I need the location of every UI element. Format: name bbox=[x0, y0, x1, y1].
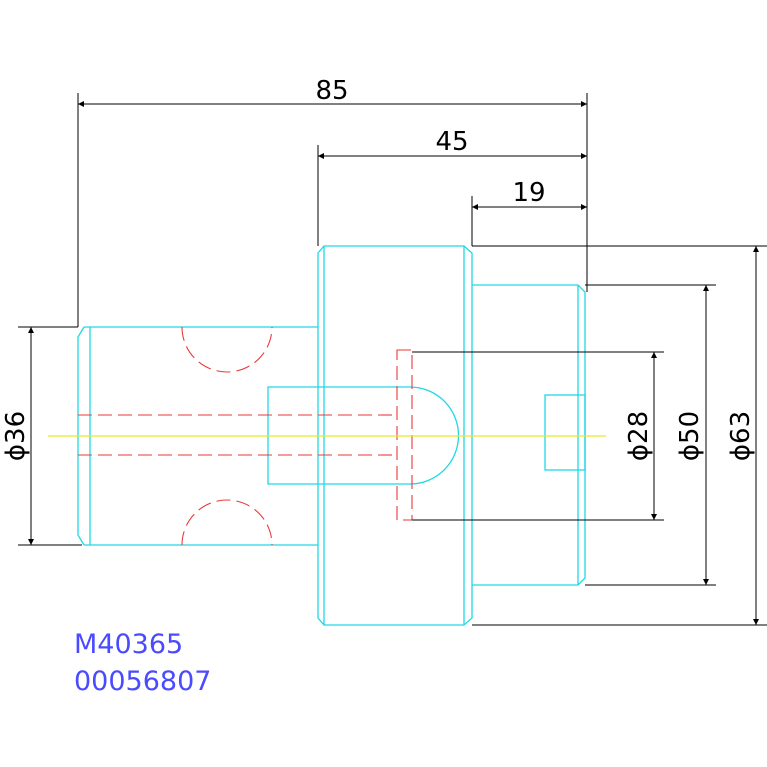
part-outline bbox=[77, 245, 586, 626]
part-labels: M40365 00056807 bbox=[74, 629, 211, 697]
dim-text-19: 19 bbox=[512, 178, 545, 208]
dim-text-85: 85 bbox=[315, 76, 348, 106]
part-code: M40365 bbox=[74, 629, 183, 660]
inner-pin-outline bbox=[267, 386, 460, 485]
hidden-cross-hole-bottom bbox=[181, 499, 273, 546]
dim-text-45: 45 bbox=[435, 127, 468, 157]
hidden-cross-hole-top bbox=[181, 326, 273, 373]
hidden-bore-shoulder bbox=[396, 349, 413, 521]
dim-text-dia36: ϕ36 bbox=[1, 411, 31, 461]
right-slot-outline bbox=[544, 394, 586, 471]
left-shaft-outline bbox=[77, 326, 318, 546]
right-boss-outline bbox=[472, 284, 586, 586]
part-number: 00056807 bbox=[74, 666, 211, 697]
dim-text-dia28: ϕ28 bbox=[624, 411, 654, 461]
dimension-lines bbox=[18, 93, 767, 626]
dimension-text: 85 45 19 ϕ36 ϕ28 ϕ50 ϕ63 bbox=[1, 76, 756, 461]
dim-text-dia63: ϕ63 bbox=[726, 411, 756, 461]
dim-text-dia50: ϕ50 bbox=[675, 411, 705, 461]
